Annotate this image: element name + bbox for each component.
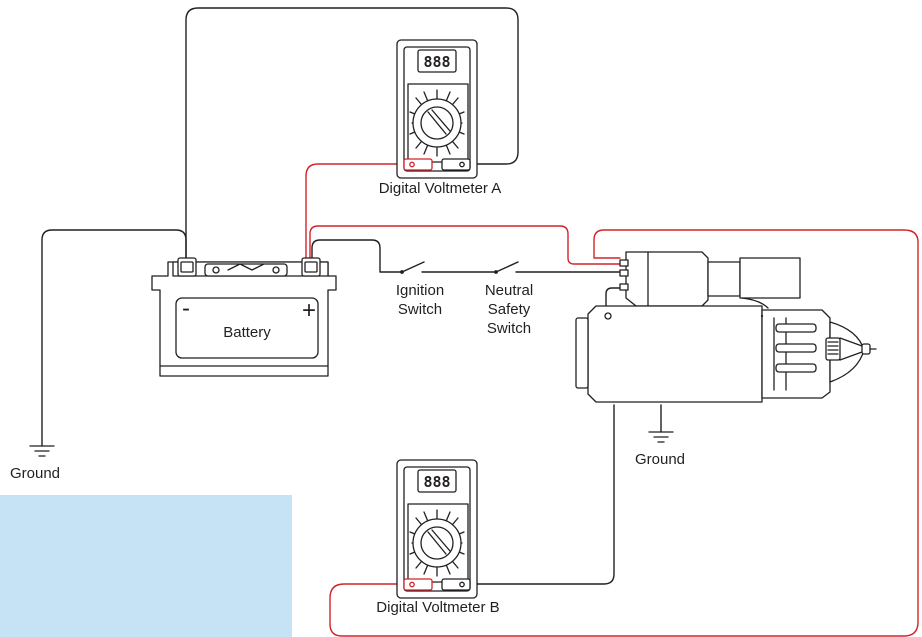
battery <box>151 257 337 377</box>
ground-label-left: Ground <box>10 465 60 482</box>
wire-solenoid-m-to-starter <box>605 287 621 313</box>
battery-minus-sign: - <box>182 295 190 322</box>
wire-voltmeter-b-lead <box>329 229 919 637</box>
digital-voltmeter-a <box>396 39 478 179</box>
voltmeter-a-label: Digital Voltmeter A <box>379 180 502 197</box>
neutral-safety-switch <box>494 261 519 274</box>
wire-battery-pos-to-solenoid <box>309 225 621 265</box>
voltmeter-b-display: 888 <box>423 473 450 491</box>
wire-starter-to-voltmeter-b <box>465 404 615 585</box>
battery-positive-terminal <box>301 257 321 277</box>
wire-battery-pos-to-switches <box>311 239 403 273</box>
neutral-switch-label-line2: Safety <box>488 301 531 318</box>
voltmeter-b-label: Digital Voltmeter B <box>376 599 499 616</box>
ground-symbol-right <box>648 431 674 443</box>
ignition-switch <box>400 261 425 274</box>
battery-label: Battery <box>223 324 271 341</box>
ground-symbol-left <box>29 445 55 457</box>
starter-motor <box>575 251 877 403</box>
voltmeter-b-dial <box>409 509 465 577</box>
voltmeter-a-display: 888 <box>423 53 450 71</box>
neutral-switch-label-line1: Neutral <box>485 282 533 299</box>
starter-solenoid <box>619 251 801 307</box>
battery-plus-sign: + <box>302 297 316 324</box>
digital-voltmeter-b <box>396 459 478 599</box>
ignition-switch-label-line1: Ignition <box>396 282 444 299</box>
ignition-switch-label-line2: Switch <box>398 301 442 318</box>
wire-battery-pos-to-voltmeter-a <box>305 163 405 259</box>
voltmeter-a-dial <box>409 89 465 157</box>
battery-negative-terminal <box>177 257 197 277</box>
neutral-switch-label-line3: Switch <box>487 320 531 337</box>
wire-battery-neg-to-ground <box>41 229 187 447</box>
wire-battery-neg-to-voltmeter-a <box>185 7 519 259</box>
ground-label-right: Ground <box>635 451 685 468</box>
highlight-panel <box>0 495 292 637</box>
